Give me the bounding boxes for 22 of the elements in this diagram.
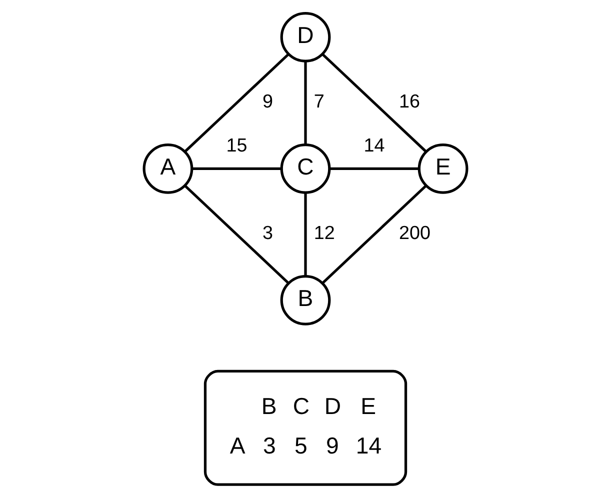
edge-label: 12 [313,222,334,244]
connector [321,184,427,284]
node-box: B C D E A 3 5 9 14 [203,369,407,486]
connector [191,166,281,170]
node-circle: C [280,142,330,194]
edge-label: 15 [226,134,247,156]
connector [328,166,418,170]
connector [320,52,426,152]
node-circle: A [142,142,193,194]
connector [184,52,290,152]
node-circle: D [280,11,330,62]
edge-label: 3 [262,222,272,244]
connector [183,184,289,284]
edge-label: 9 [262,91,272,112]
connector [304,60,306,144]
connector [304,192,306,276]
node-circle: B [280,274,330,325]
edge-label: 200 [398,222,430,244]
node-circle: E [417,142,468,194]
edge-label: 14 [363,134,384,156]
edge-label: 7 [313,91,324,112]
edge-label: 16 [398,91,420,112]
